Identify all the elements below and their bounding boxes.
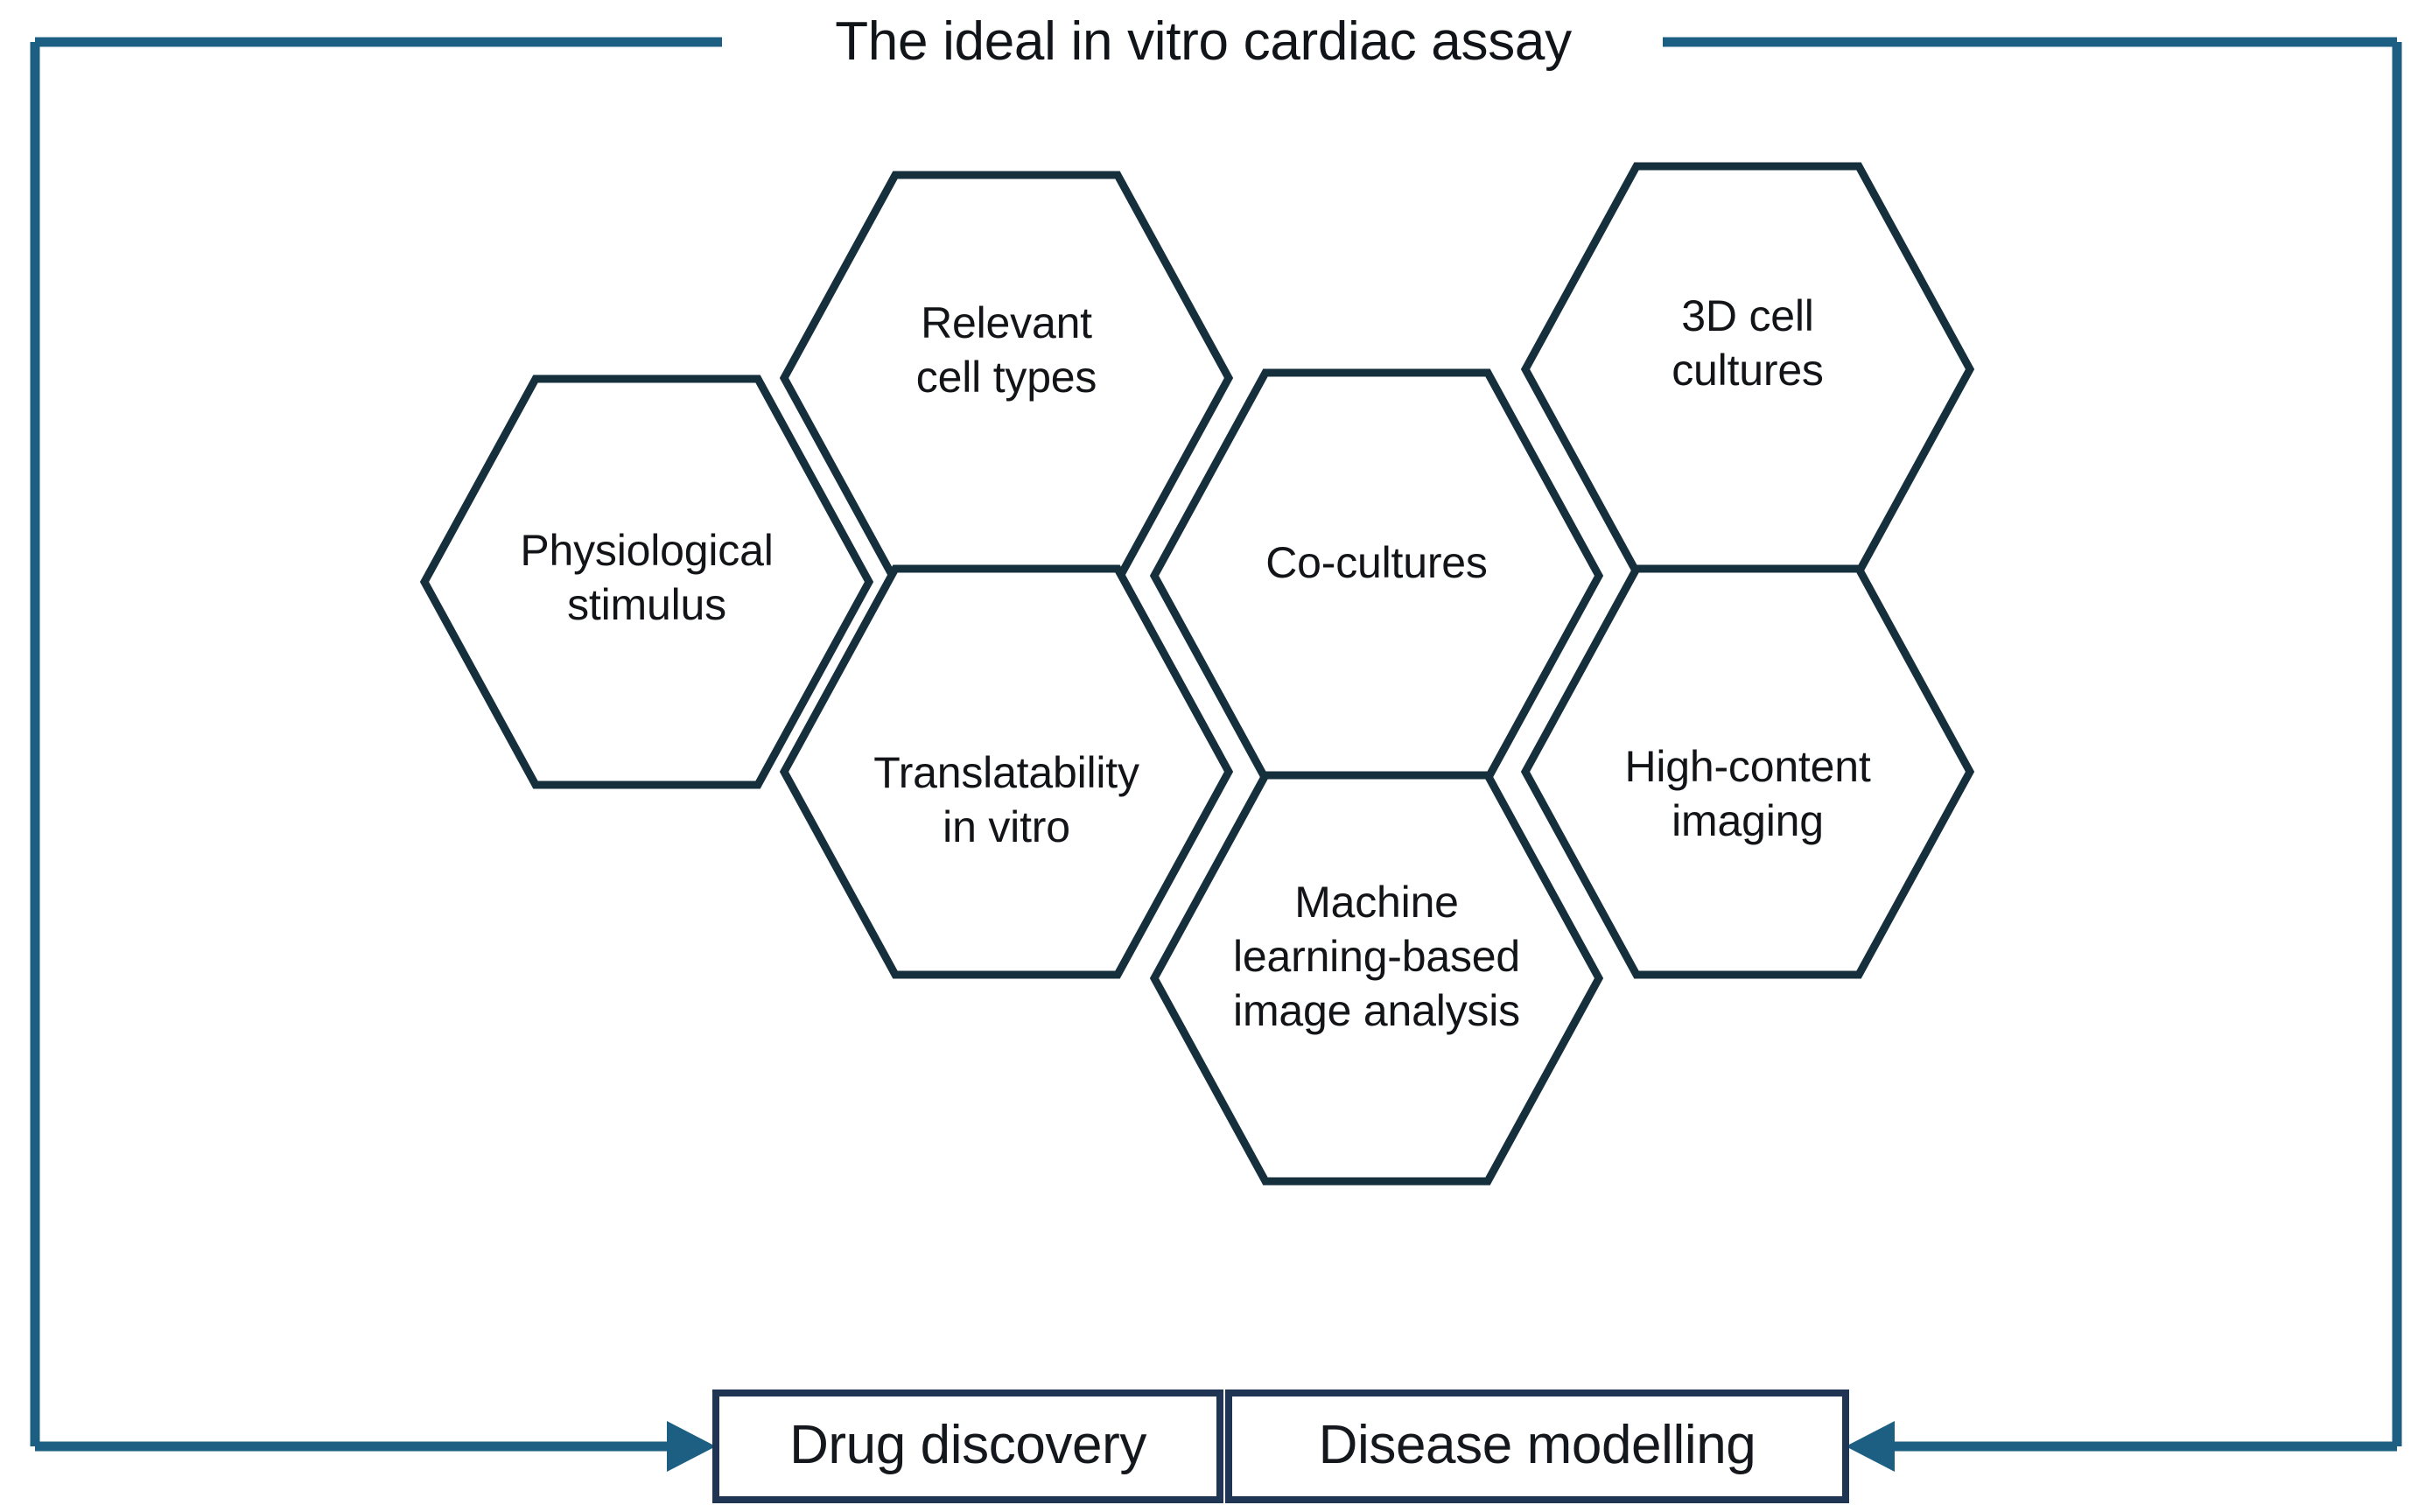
outcome-boxes — [712, 1390, 1849, 1503]
hexagon-label-co-cultures: Co-cultures — [1265, 538, 1488, 587]
hexagon-label-relevant-cell-types: Relevant cell types — [915, 298, 1097, 402]
page-title: The ideal in vitro cardiac assay — [835, 11, 1572, 72]
outcome-box-drug-discovery[interactable] — [712, 1390, 1223, 1503]
hexagon-translatability-in-vitro[interactable] — [779, 564, 1234, 979]
hexagon-label-translatability-in-vitro: Translatability in vitro — [873, 748, 1139, 851]
hexagon-label-physiological-stimulus: Physiological stimulus — [520, 526, 774, 629]
hexagon-label-machine-learning-image-analysis: Machine learning-based image analysis — [1233, 878, 1520, 1035]
hexagon-machine-learning-image-analysis[interactable] — [1149, 771, 1604, 1186]
hexagon-label-high-content-imaging: High-content imaging — [1624, 742, 1871, 845]
frame-border — [30, 37, 2402, 1446]
outcome-box-disease-modelling[interactable] — [1225, 1390, 1849, 1503]
arrow-to-drug-discovery — [35, 1421, 716, 1472]
hexagon-high-content-imaging[interactable] — [1520, 564, 1975, 979]
outcome-label-drug-discovery: Drug discovery — [789, 1415, 1146, 1475]
hexagon-label-3d-cell-cultures: 3D cell cultures — [1672, 291, 1824, 395]
hexagon-physiological-stimulus[interactable] — [419, 374, 874, 789]
hexagon-cluster — [419, 162, 1975, 1186]
arrow-to-disease-modelling — [1846, 1421, 2397, 1472]
outcome-label-disease-modelling: Disease modelling — [1318, 1415, 1756, 1475]
